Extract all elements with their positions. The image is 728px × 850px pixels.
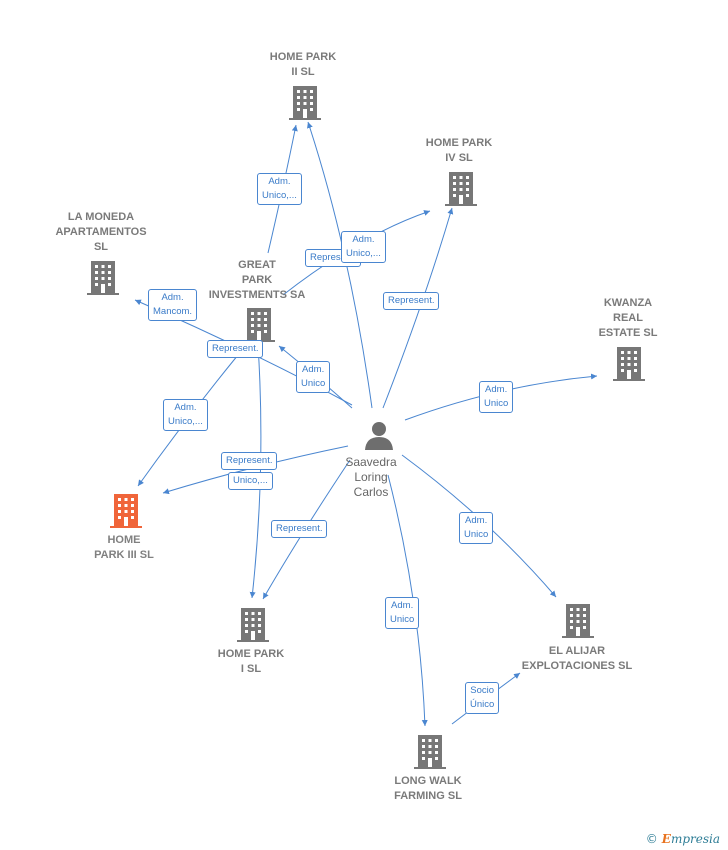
copyright-icon: © xyxy=(645,832,658,846)
node-label-long-walk[interactable]: LONG WALK FARMING SL xyxy=(394,775,462,802)
node-label-home-park-ii[interactable]: HOME PARK II SL xyxy=(269,51,337,78)
building-icon xyxy=(243,308,275,342)
edge-label-unico: Unico,... xyxy=(228,472,273,490)
node-label-great-park[interactable]: GREAT PARK INVESTMENTS SA xyxy=(208,259,306,301)
node-label-home-park-iv[interactable]: HOME PARK IV SL xyxy=(425,137,493,164)
edge-label-adm-mancom: Adm. Mancom. xyxy=(148,289,198,321)
node-label-home-park-iii[interactable]: HOME PARK III SL xyxy=(94,534,154,561)
edge-label-represent: Represent. xyxy=(383,292,440,310)
empresia-logo: ©Empresia xyxy=(645,832,720,846)
edge-label-adm-unico: Adm. Unico xyxy=(296,361,331,393)
building-icon xyxy=(414,735,446,769)
building-icon xyxy=(445,172,477,206)
edge-label-adm-unico: Adm. Unico xyxy=(479,381,514,413)
edge-label-adm-unico: Adm. Unico xyxy=(385,597,420,629)
node-label-person[interactable]: Saavedra Loring Carlos xyxy=(345,455,397,499)
edge-label-represent: Represent. xyxy=(221,452,278,470)
building-icon xyxy=(613,347,645,381)
building-icon xyxy=(289,86,321,120)
edge-label-represent: Represent. xyxy=(207,340,264,358)
node-label-kwanza[interactable]: KWANZA REAL ESTATE SL xyxy=(598,297,658,339)
node-label-la-moneda[interactable]: LA MONEDA APARTAMENTOS SL xyxy=(55,211,147,253)
person-icon xyxy=(365,422,393,450)
building-icon xyxy=(237,608,269,642)
edge-label-adm-unico: Adm. Unico,... xyxy=(163,399,208,431)
edge-label-represent: Represent. xyxy=(271,520,328,538)
edge-label-adm-unico: Adm. Unico,... xyxy=(257,173,302,205)
node-label-el-alijar[interactable]: EL ALIJAR EXPLOTACIONES SL xyxy=(521,645,633,672)
edge-label-adm-unico: Adm. Unico,... xyxy=(341,231,386,263)
edge-greatpark-homeparki xyxy=(249,344,262,599)
edge-label-socio-unico: Socio Único xyxy=(465,682,500,714)
building-icon xyxy=(562,604,594,638)
building-icon-focus xyxy=(110,494,142,528)
node-label-home-park-i[interactable]: HOME PARK I SL xyxy=(217,648,285,675)
edge-label-adm-unico: Adm. Unico xyxy=(459,512,494,544)
building-icon xyxy=(87,261,119,295)
